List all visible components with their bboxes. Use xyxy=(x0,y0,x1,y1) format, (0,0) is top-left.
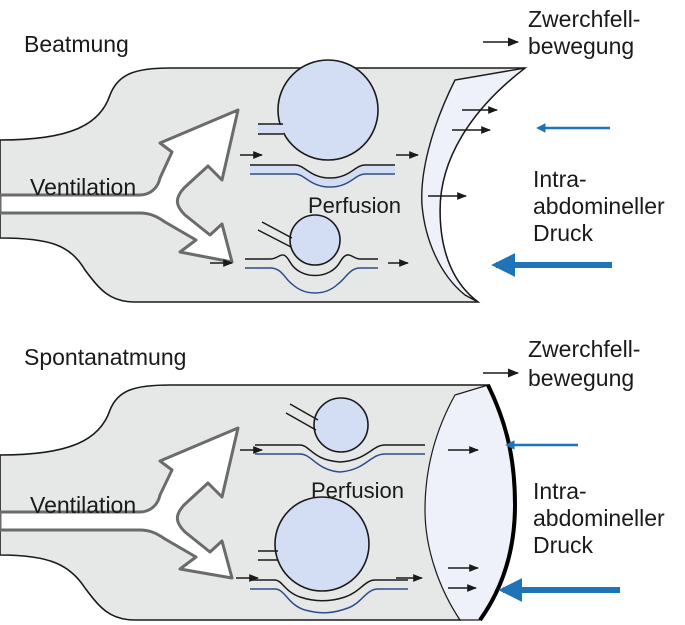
pressure-label-line2: abdomineller xyxy=(533,505,665,531)
flow-arrows xyxy=(236,368,520,592)
capillary-upper xyxy=(250,164,395,188)
alveolus-lower xyxy=(257,214,341,266)
panel-title: Beatmung xyxy=(24,31,129,57)
diaphragm-label-line1: Zwerchfell- xyxy=(528,6,640,32)
pressure-arrows xyxy=(491,123,612,277)
perfusion-label: Perfusion xyxy=(308,193,401,218)
ventilation-arrow xyxy=(0,426,240,580)
alveolus-lower xyxy=(258,496,370,592)
diaphragm-label-line2: bewegung xyxy=(528,365,634,391)
flow-arrows xyxy=(210,37,520,267)
diaphragm-label-line1: Zwerchfell- xyxy=(528,336,640,362)
capillary-lower xyxy=(245,254,378,294)
panel-spontanatmung: Spontanatmung Ventilation Perfusion Zwer… xyxy=(0,336,665,622)
ventilation-arrow xyxy=(0,108,240,264)
perfusion-label: Perfusion xyxy=(311,478,404,503)
pressure-label-line1: Intra- xyxy=(533,166,587,192)
ventilation-label: Ventilation xyxy=(30,174,136,200)
alveolus-upper xyxy=(285,397,369,453)
pressure-label-line3: Druck xyxy=(533,220,594,246)
capillary-upper xyxy=(255,444,425,473)
diaphragm-label-line2: bewegung xyxy=(528,33,634,59)
pressure-label-line2: abdomineller xyxy=(533,193,665,219)
pressure-arrows xyxy=(498,440,620,602)
panel-beatmung: Beatmung Ventilation Perfusion Zwerchfel… xyxy=(0,6,665,303)
ventilation-label: Ventilation xyxy=(30,492,136,518)
diaphragm xyxy=(421,67,526,303)
alveolus-upper xyxy=(258,59,379,161)
pressure-label-line3: Druck xyxy=(533,532,594,558)
panel-title: Spontanatmung xyxy=(24,344,186,370)
capillary-lower xyxy=(250,579,408,614)
pressure-label-line1: Intra- xyxy=(533,478,587,504)
